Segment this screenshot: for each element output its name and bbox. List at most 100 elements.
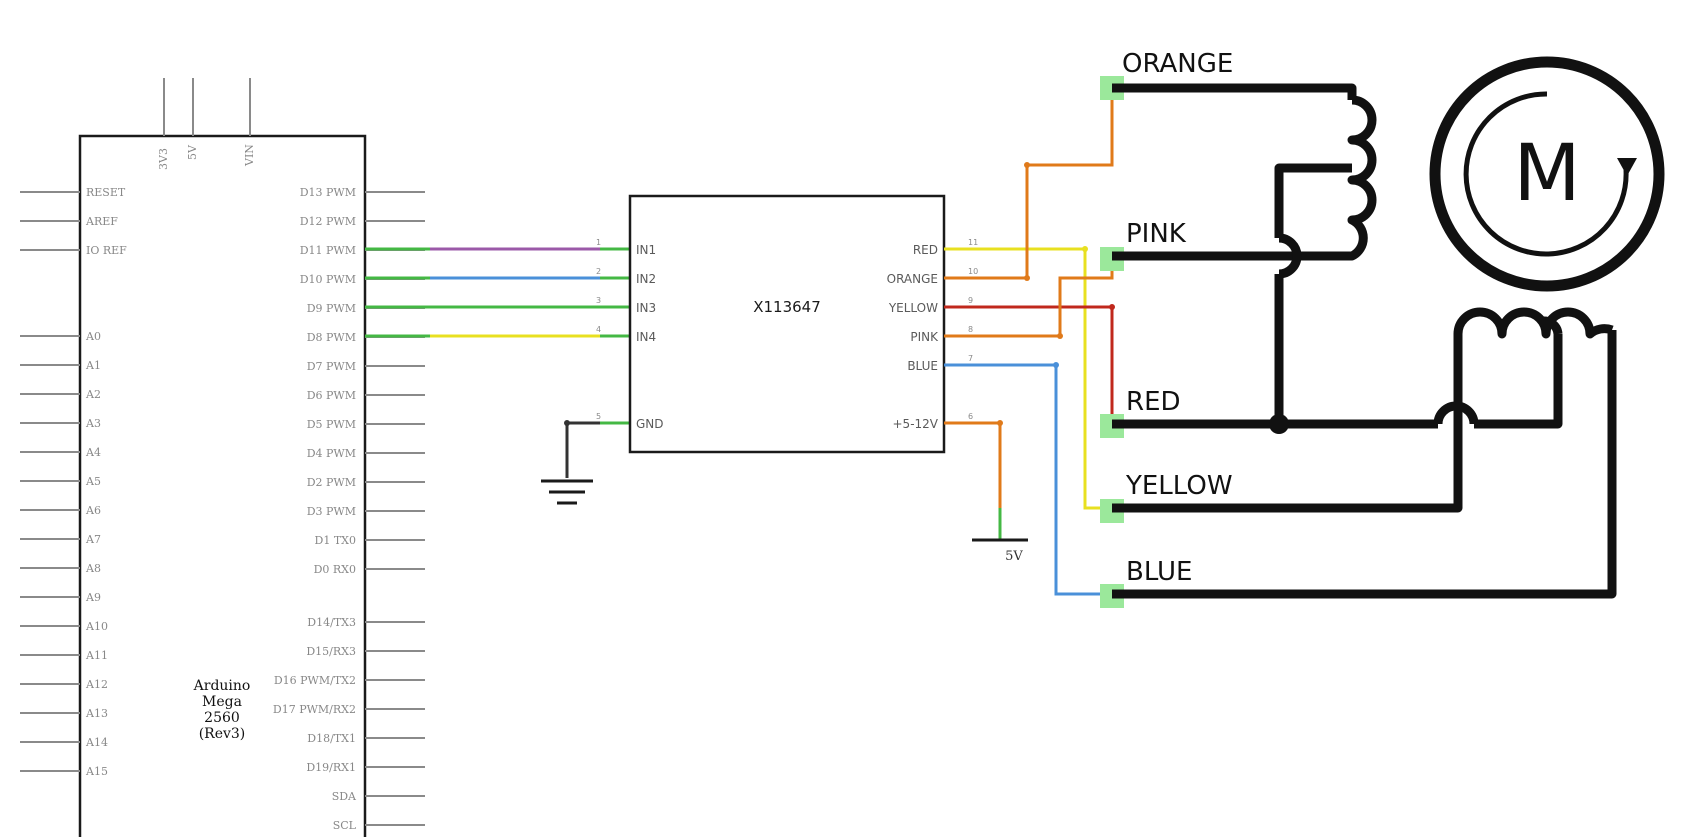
board-name-line2: Mega [202,694,242,710]
arduino-right-pin-label: D17 PWM/RX2 [273,703,356,716]
arduino-right-pin-label: D19/RX1 [306,761,356,774]
pin-label-3v3: 3V3 [157,148,170,170]
arduino-right-pin-label: D4 PWM [307,447,356,460]
arduino-outline [78,134,367,837]
rotation-arrow-arc [1463,91,1629,257]
arduino-right-pin-label: D2 PWM [307,476,356,489]
driver-pin-label-left: GND [636,417,664,431]
arduino-right-pins: D13 PWM D12 PWM D11 PWM D10 PWM D9 PWM D8 PWM… [273,186,425,832]
arduino-left-pin-label: IO REF [86,244,127,257]
arduino-right-pin-label: D13 PWM [300,186,356,199]
arduino-right-pin-label: D8 PWM [307,331,356,344]
motor-outer-circle [1429,56,1665,292]
arduino-left-pin-label: A7 [85,533,101,546]
wire-blue [944,363,1112,596]
motor-wire-label-yellow: YELLOW [1125,471,1233,501]
driver-pin-number-right: 10 [968,267,978,276]
arduino-left-pin-label: A9 [85,591,101,604]
arduino-left-pin-label: A11 [85,649,108,662]
driver-pin-number-right: 6 [968,412,973,421]
motor-wires: 5V [944,83,1115,596]
arduino-left-pin-label: RESET [86,186,126,199]
driver-pin-number-right: 9 [968,296,973,305]
coil-junction [1269,414,1289,434]
rotation-arrowhead [1617,158,1637,176]
arduino-left-pin-label: A3 [85,417,101,430]
arduino-right-pin-label: SDA [332,790,357,803]
driver-name: X113647 [753,298,821,316]
driver-pin-label-right: +5-12V [893,417,939,431]
driver-pin-label-right: YELLOW [888,301,938,315]
driver-pin-number-left: 5 [596,412,601,421]
driver-pin-number-right: 8 [968,325,973,334]
pin-label-5v: 5V [186,144,199,160]
arduino-left-pin-label: A13 [85,707,108,720]
arduino-right-pin-label: D12 PWM [300,215,356,228]
gnd-junction [564,420,570,426]
wire-gnd-dark [565,421,600,478]
arduino-right-pin-label: D7 PWM [307,360,356,373]
arduino-left-pin-label: A12 [85,678,108,691]
arduino-left-pin-label: AREF [85,215,118,228]
arduino-right-pin-label: D16 PWM/TX2 [274,674,356,687]
driver-outline [628,194,946,454]
motor-symbol: M [1513,129,1580,219]
arduino-right-pin-label: D3 PWM [307,505,356,518]
board-name-line4: (Rev3) [199,726,246,742]
driver-pin-label-left: IN2 [636,272,656,286]
arduino-left-pin-label: A6 [85,504,101,517]
motor-wire-label-pink: PINK [1126,219,1187,249]
control-wires [365,247,630,505]
driver-pin-label-left: IN3 [636,301,656,315]
motor-wire-label-blue: BLUE [1126,557,1193,587]
arduino-left-pin-label: A10 [85,620,108,633]
wire-gnd [565,421,630,478]
arduino-left-pin-label: A5 [85,475,101,488]
arduino-right-pin-label: D6 PWM [307,389,356,402]
arduino-left-pin-label: A4 [85,446,101,459]
arduino-left-pin-label: A15 [85,765,108,778]
ground-symbol [541,479,593,505]
driver-pin-label-left: IN4 [636,330,656,344]
arduino-right-pin-label: D9 PWM [307,302,356,315]
driver-pin-label-right: RED [913,243,938,257]
driver-pin-label-right: PINK [910,330,939,344]
wire-5v [944,421,1002,540]
junction-dots [997,162,1115,426]
arduino-left-pin-label: A2 [85,388,101,401]
coil-a [1112,83,1377,424]
wire-yellow [944,247,1112,510]
motor-wire-label-orange: ORANGE [1122,49,1233,79]
board-name-line1: Arduino [193,678,251,694]
arduino-left-pin-label: A1 [85,359,101,372]
driver-pin-number-left: 3 [596,296,601,305]
arduino-left-pin-label: A8 [85,562,101,575]
arduino-right-pin-label: D1 TX0 [315,534,356,547]
driver-pin-number-right: 7 [968,354,973,363]
arduino-left-pin-label: A14 [85,736,108,749]
driver-pin-number-right: 11 [968,238,978,247]
arduino-right-pin-label: D18/TX1 [307,732,356,745]
arduino-right-pin-label: SCL [333,819,357,832]
arduino-right-pin-label: D15/RX3 [306,645,356,658]
arduino-right-pin-label: D11 PWM [300,244,356,257]
motor-wire-label-red: RED [1126,387,1181,417]
arduino-right-pin-label: D0 RX0 [314,563,356,576]
arduino-right-pin-label: D14/TX3 [307,616,356,629]
driver-pin-number-left: 2 [596,267,601,276]
board-name-line3: 2560 [204,710,240,726]
coil-b [1112,307,1617,599]
driver-pin-number-left: 4 [596,325,601,334]
stepper-motor: M ORANGE PINK RED YELLOW BLUE [1100,49,1665,608]
driver-pin-label-right: BLUE [907,359,938,373]
arduino-right-pin-label: D10 PWM [300,273,356,286]
driver-pin-number-left: 1 [596,238,601,247]
arduino-right-pin-label: D5 PWM [307,418,356,431]
pin-label-vin: VIN [243,144,256,167]
driver-pin-label-left: IN1 [636,243,656,257]
driver-pin-label-right: ORANGE [887,272,938,286]
